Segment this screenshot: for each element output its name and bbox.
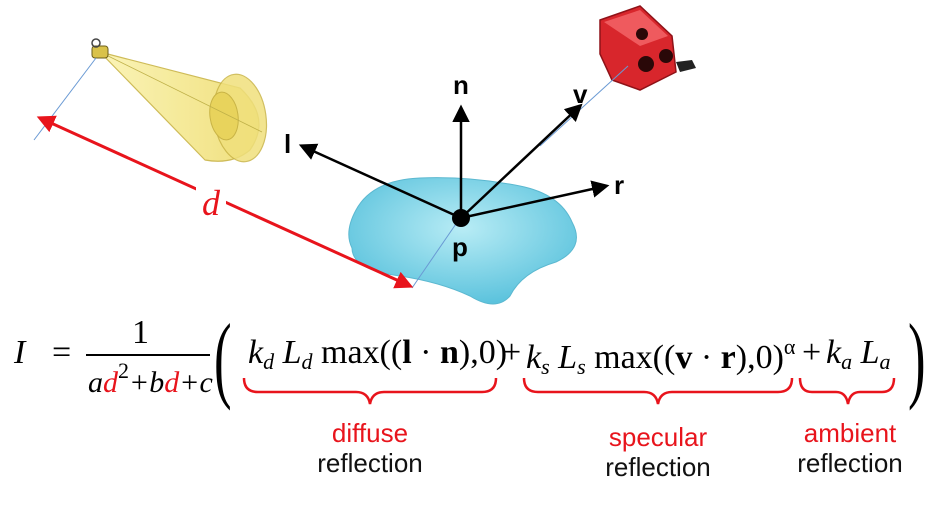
left-paren: ( xyxy=(214,304,232,411)
label-r: r xyxy=(614,170,624,200)
viewer-camera-icon xyxy=(539,5,696,147)
vector-r-arrow xyxy=(460,180,610,220)
label-v: v xyxy=(573,79,588,109)
label-d: d xyxy=(202,183,221,223)
ambient-term: ka La xyxy=(826,334,891,374)
eq-plus-2: + xyxy=(802,334,822,371)
spotlight-icon xyxy=(33,38,268,163)
label-n: n xyxy=(453,70,469,100)
eq-equals: = xyxy=(52,334,72,371)
fraction-bar xyxy=(86,354,210,356)
ambient-brace xyxy=(798,377,896,405)
eq-denominator: ad2+bd+c xyxy=(88,358,213,399)
eq-lhs: I xyxy=(14,334,26,371)
ambient-label: ambient reflection xyxy=(797,418,903,478)
diffuse-term: kd Ld max((l · n),0) xyxy=(248,334,508,374)
diffuse-brace xyxy=(242,377,498,405)
phong-equation: I = 1 ad2+bd+c ( kd Ld max((l · n),0) + … xyxy=(8,310,948,416)
specular-brace xyxy=(522,377,794,405)
eq-numerator: 1 xyxy=(132,314,149,351)
right-paren: ) xyxy=(908,304,926,411)
eq-plus-1: + xyxy=(502,334,522,371)
label-l: l xyxy=(284,129,291,159)
label-p: p xyxy=(452,232,468,262)
point-p-dot xyxy=(452,209,470,227)
vector-v-arrow xyxy=(460,103,583,219)
specular-label: specular reflection xyxy=(605,422,711,482)
diffuse-label: diffuse reflection xyxy=(317,418,423,478)
specular-term: ks Ls max((v · r),0)α xyxy=(526,334,796,379)
